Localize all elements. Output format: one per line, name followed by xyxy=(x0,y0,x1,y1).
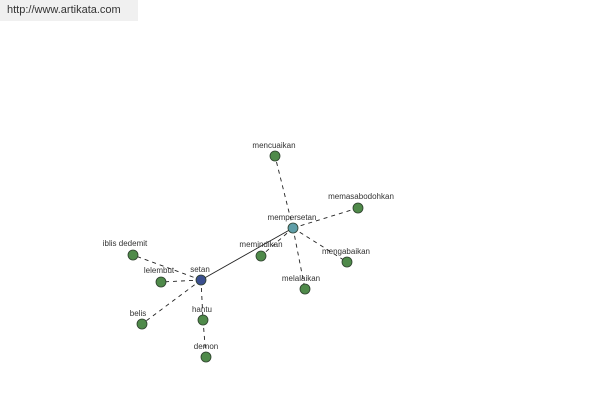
node-label-mengabaikan[interactable]: mengabaikan xyxy=(322,247,370,256)
edge-setan-belis xyxy=(141,279,202,325)
nodes-layer xyxy=(127,150,364,363)
edge-hantu-demon xyxy=(202,319,207,358)
node-melalaikan[interactable] xyxy=(299,283,311,295)
node-setan[interactable] xyxy=(195,274,207,286)
node-label-iblis-dedemit[interactable]: iblis dedemit xyxy=(103,239,148,248)
node-label-mencuaikan[interactable]: mencuaikan xyxy=(252,141,295,150)
edge-mempersetan-mengabaikan xyxy=(292,227,348,263)
node-label-setan[interactable]: setan xyxy=(190,265,210,274)
node-label-memasabodohkan[interactable]: memasabodohkan xyxy=(328,192,394,201)
edge-mempersetan-memindikan xyxy=(260,227,294,257)
edges-layer xyxy=(132,155,359,358)
edge-setan-hantu xyxy=(200,279,204,321)
node-memasabodohkan[interactable] xyxy=(352,202,364,214)
node-memindikan[interactable] xyxy=(255,250,267,262)
node-label-mempersetan[interactable]: mempersetan xyxy=(268,213,317,222)
edge-mempersetan-memasabodohkan xyxy=(292,207,359,229)
edge-mempersetan-melalaikan xyxy=(292,227,306,290)
node-label-demon[interactable]: demon xyxy=(194,342,218,351)
node-lelembut[interactable] xyxy=(155,276,167,288)
source-url-label[interactable]: http://www.artikata.com xyxy=(0,0,138,21)
node-label-melalaikan[interactable]: melalaikan xyxy=(282,274,320,283)
node-mengabaikan[interactable] xyxy=(341,256,353,268)
node-mempersetan[interactable] xyxy=(287,222,299,234)
node-label-hantu[interactable]: hantu xyxy=(192,305,212,314)
node-hantu[interactable] xyxy=(197,314,209,326)
edge-setan-lelembut xyxy=(160,279,202,283)
edge-setan-mempersetan xyxy=(200,227,294,281)
node-label-memindikan[interactable]: memindikan xyxy=(239,240,282,249)
node-mencuaikan[interactable] xyxy=(269,150,281,162)
labels-layer: setan mempersetan iblis dedemit lelembut bel… xyxy=(103,141,394,351)
node-label-belis[interactable]: belis xyxy=(130,309,146,318)
node-demon[interactable] xyxy=(200,351,212,363)
node-label-lelembut[interactable]: lelembut xyxy=(144,266,175,275)
node-iblis-dedemit[interactable] xyxy=(127,249,139,261)
node-belis[interactable] xyxy=(136,318,148,330)
